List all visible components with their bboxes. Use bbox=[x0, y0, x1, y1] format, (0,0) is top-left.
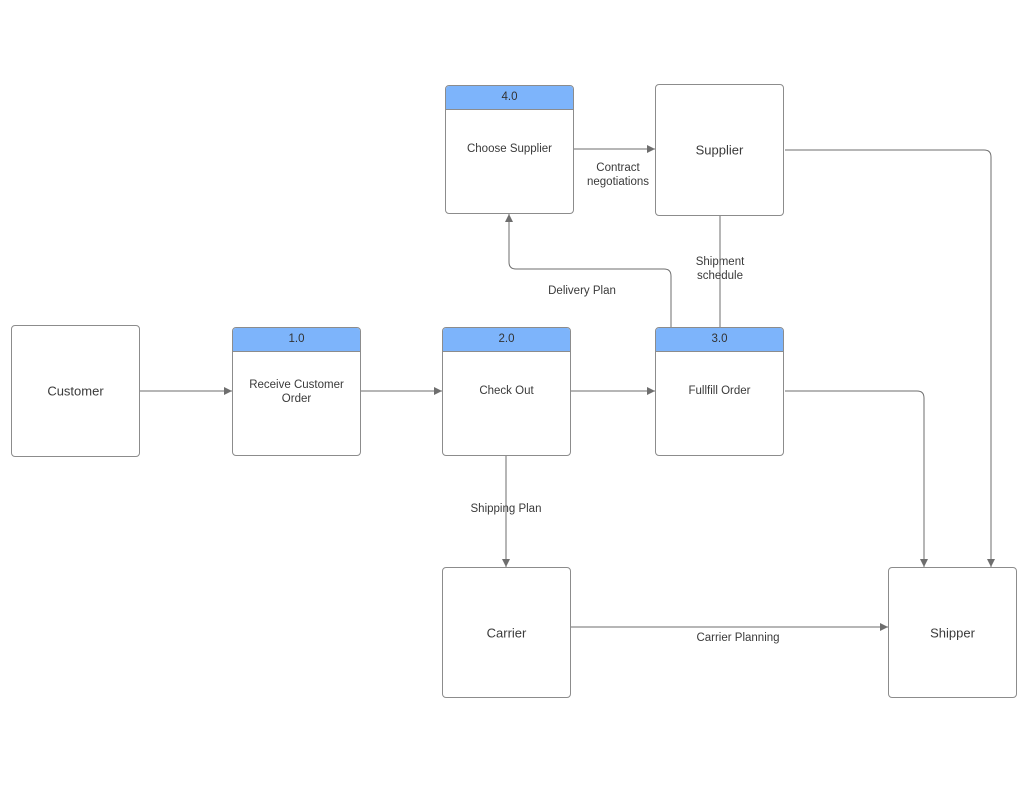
process-receive-customer-order[interactable]: 1.0 Receive Customer Order bbox=[232, 327, 361, 456]
entity-label: Shipper bbox=[930, 625, 975, 640]
flow-label-shipping-plan: Shipping Plan bbox=[470, 503, 542, 515]
flow-p3-to-shipper[interactable] bbox=[785, 390, 928, 567]
entity-carrier[interactable]: Carrier bbox=[442, 567, 571, 698]
process-number: 1.0 bbox=[233, 328, 360, 352]
flow-delivery-plan[interactable] bbox=[505, 214, 672, 327]
process-number: 3.0 bbox=[656, 328, 783, 352]
process-label: Fullfill Order bbox=[688, 385, 751, 397]
entity-shipper[interactable]: Shipper bbox=[888, 567, 1017, 698]
process-choose-supplier[interactable]: 4.0 Choose Supplier bbox=[445, 85, 574, 214]
flow-label-carrier-planning: Carrier Planning bbox=[696, 632, 780, 644]
flow-label-delivery-plan: Delivery Plan bbox=[548, 285, 616, 297]
process-label: Check Out bbox=[479, 385, 534, 397]
entity-customer[interactable]: Customer bbox=[11, 325, 140, 457]
flow-supplier-to-shipper[interactable] bbox=[785, 149, 995, 567]
process-number: 4.0 bbox=[446, 86, 573, 110]
entity-label: Carrier bbox=[486, 625, 527, 640]
process-label: Choose Supplier bbox=[466, 143, 553, 155]
entity-label: Supplier bbox=[695, 142, 744, 158]
entity-label: Customer bbox=[47, 383, 104, 399]
entity-supplier[interactable]: Supplier bbox=[655, 84, 784, 216]
process-check-out[interactable]: 2.0 Check Out bbox=[442, 327, 571, 456]
flow-label-shipment-schedule: Shipment schedule bbox=[695, 256, 745, 282]
process-label: Receive Customer Order bbox=[249, 379, 344, 405]
flow-label-contract-negotiations: Contract negotiations bbox=[586, 162, 650, 188]
process-fullfill-order[interactable]: 3.0 Fullfill Order bbox=[655, 327, 784, 456]
process-number: 2.0 bbox=[443, 328, 570, 352]
